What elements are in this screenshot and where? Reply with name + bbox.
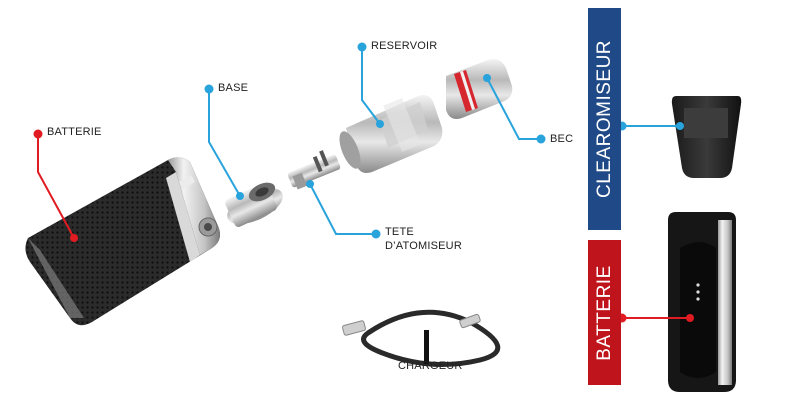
band-batterie-label: BATTERIE <box>593 264 615 361</box>
drip-tip-image <box>446 59 513 119</box>
reservoir-image <box>339 95 443 173</box>
band-clearomiseur: CLEAROMISEUR <box>588 8 621 230</box>
label-batterie: BATTERIE <box>47 126 102 138</box>
callout-bec <box>483 74 546 144</box>
callout-clearomiseur <box>617 121 684 131</box>
callout-tete <box>306 180 381 239</box>
atomizer-head-image <box>287 150 341 190</box>
band-clearomiseur-label: CLEAROMISEUR <box>593 39 615 199</box>
label-tete-line2: D’ATOMISEUR <box>385 240 462 252</box>
label-base: BASE <box>218 82 249 94</box>
charger-cable-image <box>342 309 501 367</box>
callout-batterie <box>33 129 78 242</box>
base-image <box>225 182 283 227</box>
label-reservoir: RESERVOIR <box>371 40 438 52</box>
label-chargeur: CHARGEUR <box>398 360 463 372</box>
callout-reservoir <box>357 42 384 128</box>
callout-base <box>204 84 244 200</box>
battery-pod-image <box>668 212 736 392</box>
battery-mod-image <box>25 157 220 326</box>
label-tete-line1: TETE <box>385 226 414 238</box>
label-bec: BEC <box>550 133 574 145</box>
clearomiseur-pod-image <box>671 96 742 178</box>
band-batterie: BATTERIE <box>588 240 621 385</box>
